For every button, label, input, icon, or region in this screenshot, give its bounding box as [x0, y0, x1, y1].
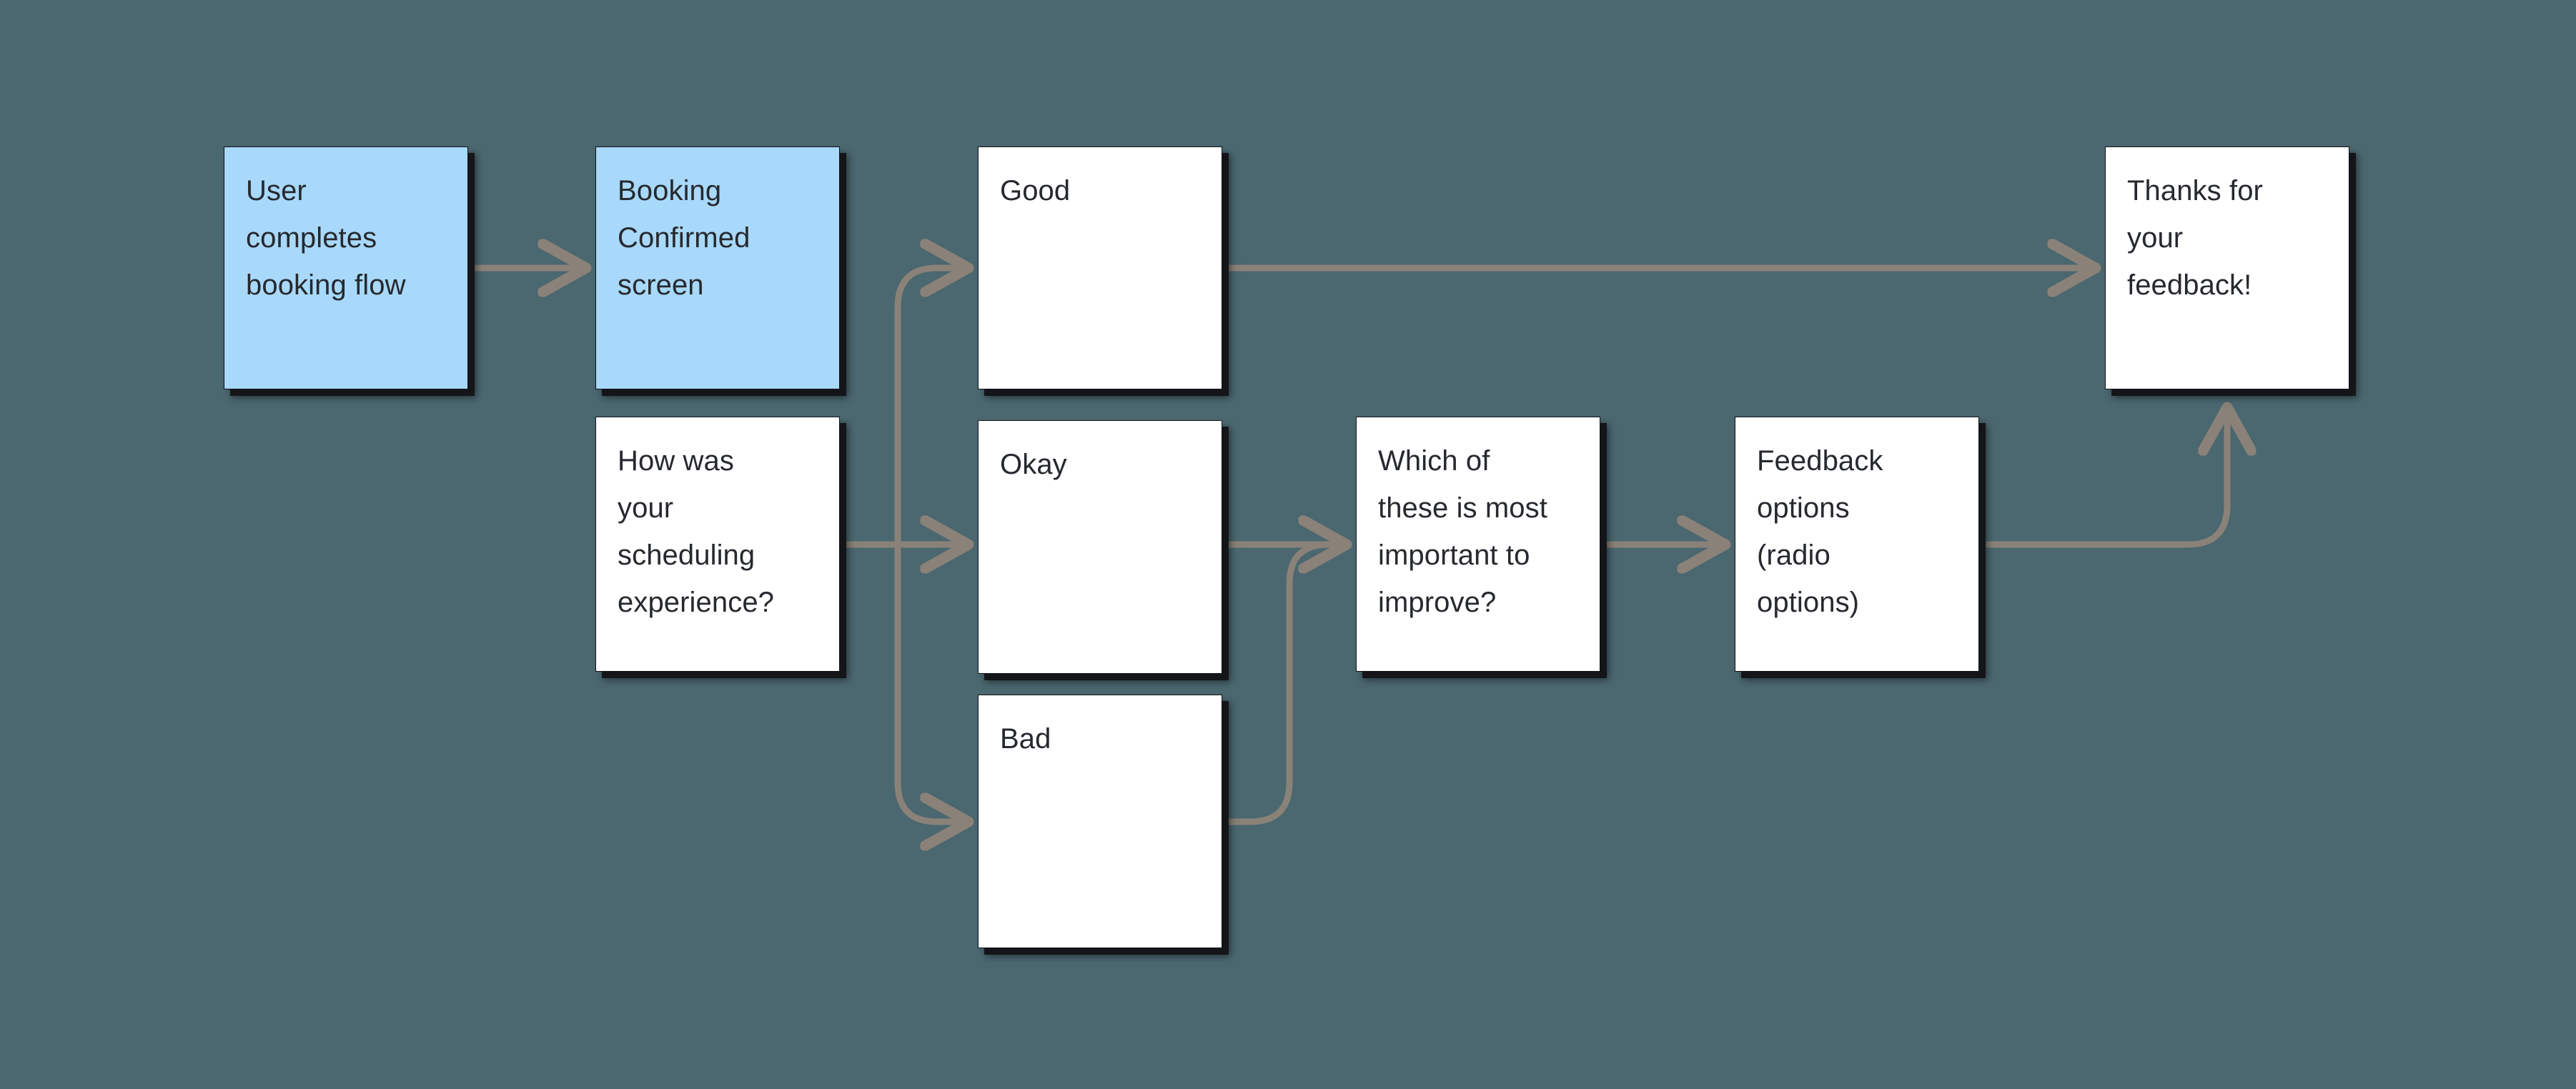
node-okay[interactable]: Okay — [978, 420, 1222, 674]
node-thanks-for-your-feedback[interactable]: Thanks for your feedback! — [2105, 146, 2349, 389]
node-which-of-these-is-most-important-to-improve[interactable]: Which of these is most important to impr… — [1356, 417, 1600, 672]
node-label: How was your scheduling experience? — [618, 445, 775, 618]
node-booking-confirmed-screen[interactable]: Booking Confirmed screen — [595, 146, 840, 389]
node-label: Feedback options (radio options) — [1757, 445, 1883, 618]
edge-question-to-good — [894, 268, 969, 544]
node-good[interactable]: Good — [978, 146, 1222, 389]
node-label: Good — [1000, 175, 1071, 207]
node-label: Booking Confirmed screen — [618, 175, 750, 301]
node-how-was-your-scheduling-experience[interactable]: How was your scheduling experience? — [595, 417, 840, 672]
node-label: Bad — [1000, 723, 1051, 755]
node-user-completes-booking-flow[interactable]: User completes booking flow — [224, 146, 468, 389]
node-bad[interactable]: Bad — [978, 695, 1222, 948]
node-label: Which of these is most important to impr… — [1378, 445, 1547, 618]
node-label: User completes booking flow — [246, 175, 406, 301]
node-label: Okay — [1000, 449, 1067, 480]
node-label: Thanks for your feedback! — [2127, 175, 2263, 301]
edge-question-to-bad — [894, 544, 969, 822]
edge-feedback-options-to-thanks — [1980, 407, 2227, 548]
edge-bad-to-which — [1223, 544, 1347, 825]
node-feedback-options-radio-options[interactable]: Feedback options (radio options) — [1735, 417, 1979, 672]
